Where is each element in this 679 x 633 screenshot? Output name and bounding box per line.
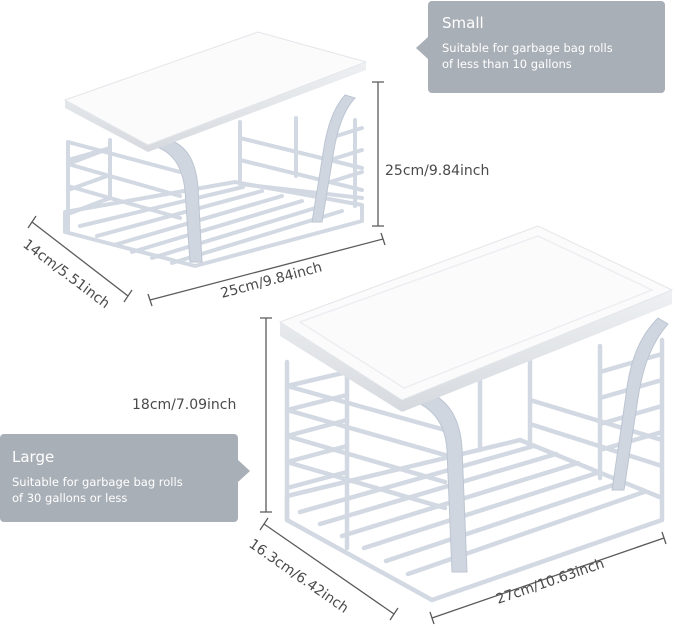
small-size-description: Suitable for garbage bag rolls of less t… xyxy=(442,40,665,72)
small-width-label: 25cm/9.84inch xyxy=(219,259,324,301)
large-size-callout: Large Suitable for garbage bag rolls of … xyxy=(0,434,250,522)
large-rack xyxy=(278,225,674,603)
small-rack-support-left xyxy=(149,139,203,263)
small-height-label: 25cm/9.84inch xyxy=(385,163,489,179)
large-size-description: Suitable for garbage bag rolls of 30 gal… xyxy=(12,474,238,506)
large-height-label: 18cm/7.09inch xyxy=(132,397,236,413)
small-height-line xyxy=(372,81,384,227)
large-width-label: 27cm/10.63inch xyxy=(494,556,606,608)
callout-pointer xyxy=(238,460,250,482)
small-rack-dimensions xyxy=(27,81,386,307)
callout-pointer xyxy=(416,37,428,59)
large-depth-line xyxy=(259,517,399,621)
large-rack-lid xyxy=(278,225,674,412)
small-rack-support-right xyxy=(311,94,356,223)
small-rack-wire-frame xyxy=(63,116,364,268)
large-rack-support-right xyxy=(611,317,669,491)
large-size-title: Large xyxy=(12,448,55,466)
small-depth-line xyxy=(27,215,133,303)
large-description-line-2: of 30 gallons or less xyxy=(12,491,128,505)
small-description-line-2: of less than 10 gallons xyxy=(442,57,572,71)
small-width-line xyxy=(147,232,386,307)
large-rack-support-left xyxy=(403,391,468,573)
large-rack-dimensions xyxy=(259,317,667,625)
small-size-title: Small xyxy=(442,14,484,32)
large-height-line xyxy=(260,317,272,513)
large-rack-wire-frame xyxy=(284,337,665,603)
small-size-callout: Small Suitable for garbage bag rolls of … xyxy=(416,1,665,93)
large-description-line-1: Suitable for garbage bag rolls xyxy=(12,475,183,489)
large-width-line xyxy=(429,531,667,625)
small-rack-lid xyxy=(63,31,368,152)
small-rack xyxy=(63,31,368,268)
small-description-line-1: Suitable for garbage bag rolls xyxy=(442,41,613,55)
